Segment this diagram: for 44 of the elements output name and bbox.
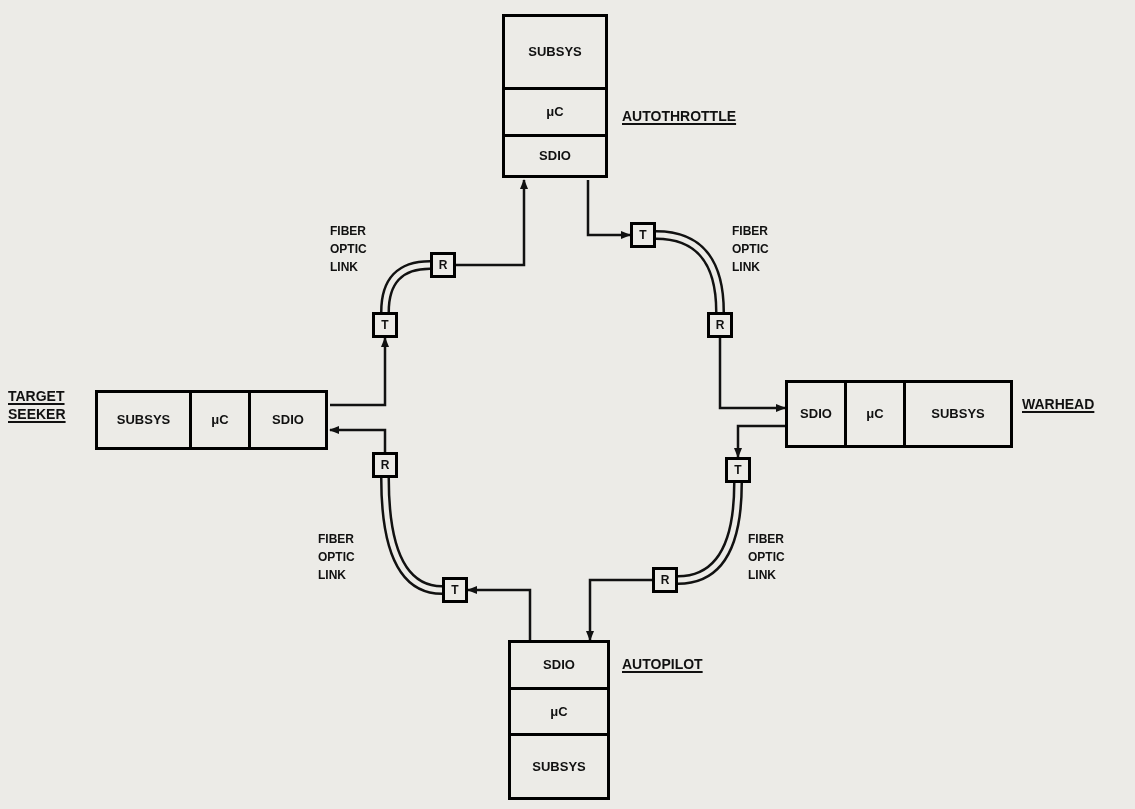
- transceiver-box: T: [442, 577, 468, 603]
- edge-label: FIBER OPTIC LINK: [732, 223, 770, 276]
- module-box: SDIO: [248, 390, 328, 450]
- module-box: μC: [844, 380, 906, 448]
- transceiver-box: R: [707, 312, 733, 338]
- edge-label: FIBER OPTIC LINK: [748, 531, 786, 584]
- transceiver-box: T: [630, 222, 656, 248]
- subsystem-group-box: [785, 380, 1015, 448]
- subsystem-label: WARHEAD: [1022, 396, 1096, 414]
- module-box: SDIO: [508, 640, 610, 690]
- subsystem-group-box: [95, 390, 330, 450]
- module-box: SUBSYS: [903, 380, 1013, 448]
- subsystem-group-box: [502, 14, 608, 180]
- arrow: [467, 586, 532, 640]
- module-box: SUBSYS: [95, 390, 192, 450]
- module-box: SUBSYS: [508, 733, 610, 800]
- arrow: [586, 180, 631, 239]
- module-box: μC: [508, 687, 610, 736]
- subsystem-label: AUTOTHROTTLE: [622, 108, 738, 126]
- arrow: [456, 179, 528, 267]
- module-box: SDIO: [785, 380, 847, 448]
- fiber-optic-link: [380, 477, 443, 595]
- fiber-optic-link: [677, 482, 743, 585]
- subsystem-label: TARGET SEEKER: [8, 388, 67, 423]
- arrow: [330, 337, 389, 407]
- arrow: [586, 578, 652, 641]
- arrow: [718, 338, 786, 412]
- edge-label: FIBER OPTIC LINK: [330, 223, 368, 276]
- transceiver-box: T: [725, 457, 751, 483]
- transceiver-box: T: [372, 312, 398, 338]
- module-box: SDIO: [502, 134, 608, 178]
- arrow: [329, 426, 387, 452]
- subsystem-label: AUTOPILOT: [622, 656, 704, 674]
- edge-label: FIBER OPTIC LINK: [318, 531, 356, 584]
- transceiver-box: R: [372, 452, 398, 478]
- transceiver-box: R: [652, 567, 678, 593]
- fiber-optic-link: [380, 260, 431, 313]
- fiber-optic-link: [655, 230, 725, 313]
- arrow: [734, 424, 785, 458]
- transceiver-box: R: [430, 252, 456, 278]
- subsystem-group-box: [508, 640, 610, 802]
- module-box: μC: [189, 390, 251, 450]
- module-box: SUBSYS: [502, 14, 608, 90]
- module-box: μC: [502, 87, 608, 137]
